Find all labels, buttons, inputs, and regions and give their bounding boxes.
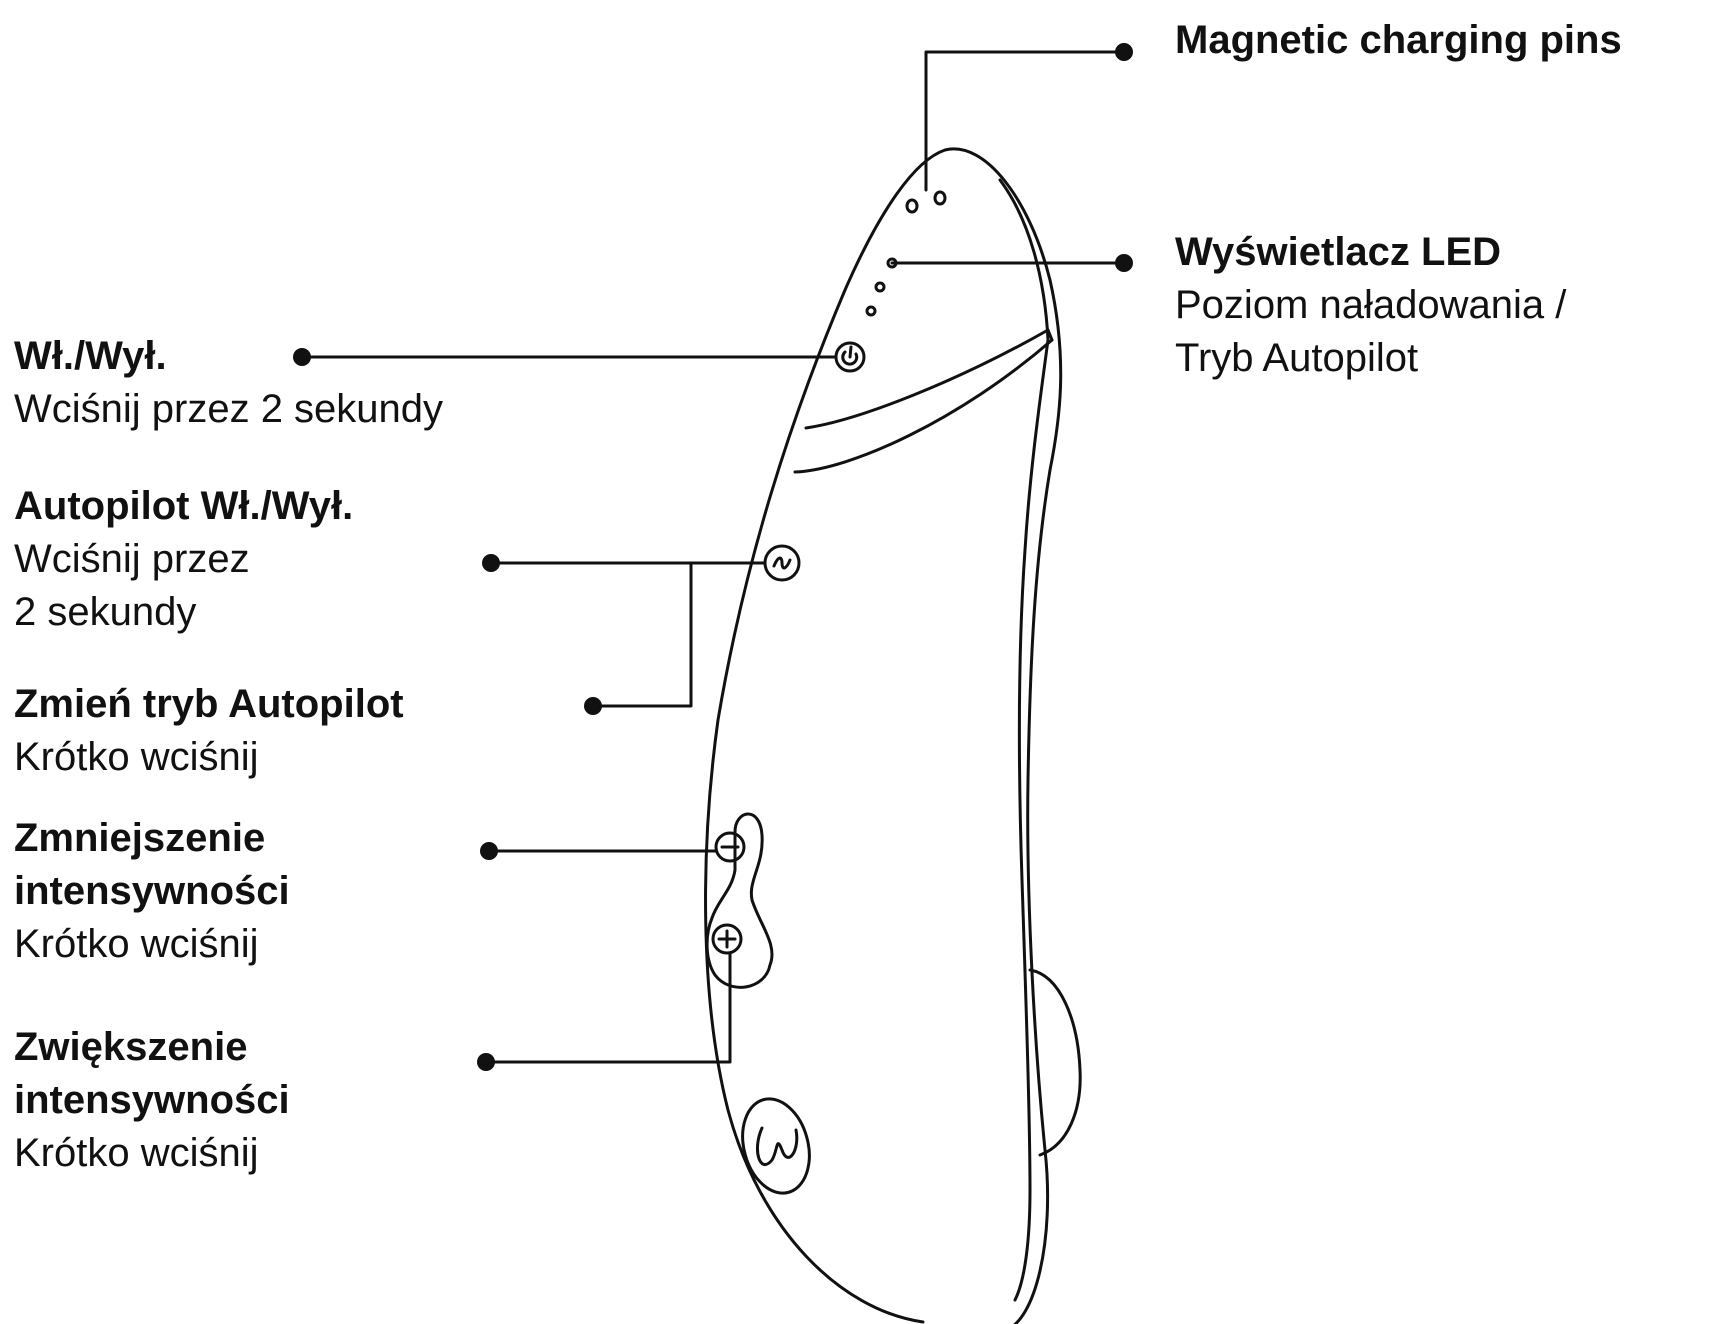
label-increase-title-2: intensywności — [14, 1074, 290, 1127]
label-increase-title-1: Zwiększenie — [14, 1021, 290, 1074]
label-power-title: Wł./Wył. — [14, 330, 443, 383]
led-dot — [867, 307, 875, 315]
label-autopilot-desc-1: Wciśnij przez — [14, 533, 353, 586]
label-decrease-title-2: intensywności — [14, 865, 290, 918]
label-led-title: Wyświetlacz LED — [1175, 226, 1566, 279]
label-charging-title: Magnetic charging pins — [1175, 14, 1622, 67]
label-power-desc: Wciśnij przez 2 sekundy — [14, 383, 443, 436]
label-autopilot-mode: Zmień tryb Autopilot Krótko wciśnij — [14, 678, 404, 784]
leader-charging — [926, 52, 1124, 190]
label-autopilot: Autopilot Wł./Wył. Wciśnij przez 2 sekun… — [14, 480, 353, 639]
charging-pin — [907, 200, 917, 212]
label-decrease-title-1: Zmniejszenie — [14, 812, 290, 865]
label-increase-intensity: Zwiększenie intensywności Krótko wciśnij — [14, 1021, 290, 1180]
label-decrease-intensity: Zmniejszenie intensywności Krótko wciśni… — [14, 812, 290, 971]
label-power: Wł./Wył. Wciśnij przez 2 sekundy — [14, 330, 443, 436]
label-increase-desc: Krótko wciśnij — [14, 1127, 290, 1180]
led-dot — [876, 283, 884, 291]
autopilot-wave-icon — [774, 558, 790, 568]
label-mode-title: Zmień tryb Autopilot — [14, 678, 404, 731]
charging-pin — [935, 192, 945, 204]
label-autopilot-desc-2: 2 sekundy — [14, 586, 353, 639]
label-led-display: Wyświetlacz LED Poziom naładowania / Try… — [1175, 226, 1566, 385]
leader-increase — [486, 953, 730, 1062]
label-decrease-desc: Krótko wciśnij — [14, 918, 290, 971]
head-band-bottom — [795, 340, 1052, 472]
label-charging-pins: Magnetic charging pins — [1175, 14, 1622, 67]
label-autopilot-title: Autopilot Wł./Wył. — [14, 480, 353, 533]
device-inner-contour-back — [1000, 180, 1048, 340]
label-mode-desc: Krótko wciśnij — [14, 731, 404, 784]
label-led-desc-1: Poziom naładowania / — [1175, 279, 1566, 332]
womanizer-logo-icon — [757, 1128, 796, 1165]
device-inner-contour — [1015, 340, 1048, 1300]
label-led-desc-2: Tryb Autopilot — [1175, 332, 1566, 385]
leader-mode — [593, 563, 691, 706]
